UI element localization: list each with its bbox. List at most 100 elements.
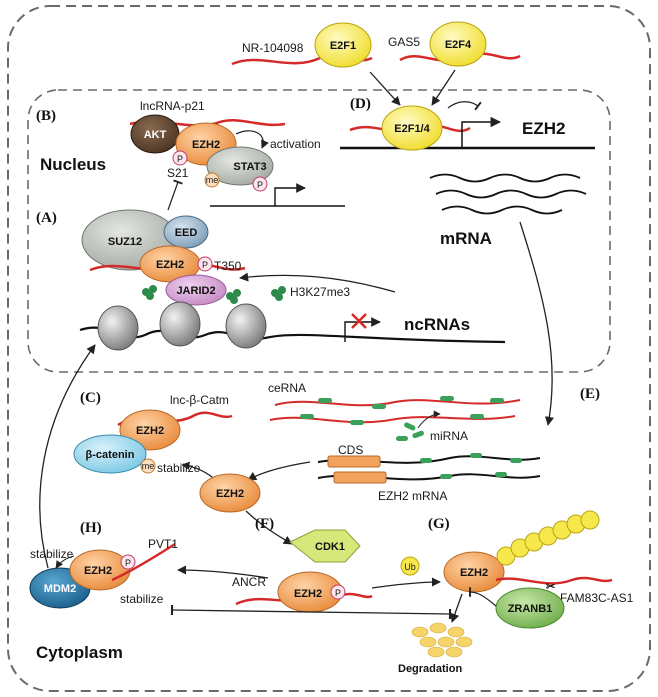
ncrnas-label: ncRNAs: [404, 315, 470, 334]
section-a-label: (A): [36, 210, 57, 226]
phospho-stat3: [252, 176, 268, 192]
jarid2-protein: [165, 274, 227, 306]
phospho-s21-label: P: [177, 154, 183, 164]
e2f14-protein: [381, 105, 443, 151]
t350-label: T350: [214, 259, 242, 273]
lncrna-p21-label: lncRNA-p21: [140, 99, 205, 113]
fam83c-as1-rna: [495, 576, 613, 585]
repression-x-icon: [351, 313, 367, 329]
ancr-label: ANCR: [232, 575, 266, 589]
degradation-fragments: [411, 622, 473, 658]
suz12-label: SUZ12: [108, 236, 142, 248]
cytoplasm-label: Cytoplasm: [36, 643, 123, 662]
phospho-h-label: P: [125, 558, 131, 568]
section-e-label: (E): [580, 386, 600, 402]
stabilize-label-h1: stabilize: [30, 547, 74, 561]
ncrna-tss-arrow: [344, 317, 381, 342]
eed-label: EED: [175, 227, 198, 239]
mrna-strand-1: [429, 173, 581, 183]
nucleus-label: Nucleus: [40, 155, 106, 174]
nuclear-envelope: [27, 89, 611, 373]
section-h-label: (H): [80, 520, 102, 536]
stat3-complex: AKT EZH2 P STAT3 me P activation S21: [129, 114, 345, 211]
ezh2-mrna-cytoplasm: CDS EZH2 mRNA: [317, 443, 541, 503]
section-g-label: (G): [428, 516, 450, 532]
zranb1-label: ZRANB1: [508, 603, 553, 615]
ezh2-mrna-label: EZH2 mRNA: [378, 489, 447, 503]
ncrna-recruit-arrow: [239, 272, 396, 293]
cds-label: CDS: [338, 443, 363, 457]
lnc-b-catm-label: lnc-β-Catm: [170, 393, 229, 407]
e2f4-arrow: [431, 69, 456, 106]
stabilize-label-h2: stabilize: [120, 592, 164, 606]
s21-inhibition: [167, 179, 183, 211]
ezh2-label-b: EZH2: [192, 139, 220, 151]
gas5-e2f4-complex: E2F4 GAS5: [388, 21, 521, 67]
f-to-g-arrow: [371, 577, 441, 589]
methyl-label-bcat: me: [142, 461, 155, 471]
activation-label: activation: [270, 137, 321, 151]
beta-catenin-label: β-catenin: [86, 449, 135, 461]
cds-region-2: [333, 471, 387, 484]
phospho-t350: [197, 256, 213, 272]
mirna-sponge-arrow: [417, 410, 441, 429]
section-d-label: (D): [350, 96, 371, 112]
cerna-strands: miRNA: [269, 396, 521, 443]
ubiquitin-free: [400, 556, 420, 576]
cerna-strand-1: [274, 399, 521, 407]
gas5-label: GAS5: [388, 35, 420, 49]
pvt1-g-inhibition: [170, 604, 452, 620]
degradation-arrow: [450, 593, 463, 623]
ezh2-label-f: EZH2: [294, 588, 322, 600]
nucleosome-3: [225, 303, 267, 349]
ezh2-label-h: EZH2: [84, 565, 112, 577]
e2f14-label: E2F1/4: [394, 123, 430, 135]
ezh2-label-a: EZH2: [156, 259, 184, 271]
mrna-strand-3: [441, 205, 563, 215]
scissors-icon: ✂: [546, 581, 555, 593]
methyl-mark-bcat: [140, 458, 156, 474]
nucleosome-2: [159, 301, 201, 347]
akt-label: AKT: [144, 129, 167, 141]
ezh2-tss-arrow: [461, 116, 502, 148]
jarid2-label: JARID2: [176, 285, 215, 297]
mirna-molecules: [300, 396, 504, 441]
stat3-label: STAT3: [233, 161, 266, 173]
mrna-strand-2: [435, 189, 587, 199]
ubiquitin-free-label: Ub: [404, 562, 416, 572]
e2f14-inhibition: [447, 101, 482, 111]
pvt1-label: PVT1: [148, 537, 178, 551]
eed-protein: [163, 215, 209, 249]
nr104098-label: NR-104098: [242, 41, 304, 55]
e2f1-protein: [314, 22, 372, 68]
h3k27me3-marks: [142, 285, 286, 304]
section-b-label: (B): [36, 108, 56, 124]
phospho-stat3-label: P: [257, 180, 263, 190]
methyl-mark-stat3: [204, 172, 220, 188]
e2f1-label: E2F1: [330, 40, 356, 52]
section-c-label: (C): [80, 390, 101, 406]
beta-catenin-protein: [73, 434, 147, 474]
methyl-label-stat3: me: [206, 175, 219, 185]
cell-membrane: [7, 5, 651, 692]
nr104098-e2f1-complex: E2F1 NR-104098: [231, 22, 373, 68]
phospho-f: [330, 584, 346, 600]
zranb1-deubiquitination: [469, 587, 497, 607]
mdm2-pvt1-complex: MDM2 EZH2 P PVT1 stabilize stabilize: [29, 537, 178, 609]
nucleosome-1: [97, 305, 139, 351]
pvt1-rna: [111, 542, 176, 582]
beta-catenin-complex: EZH2 β-catenin me stabilize: [73, 409, 233, 475]
phospho-f-label: P: [335, 588, 341, 598]
ezh2-protein-center: [199, 473, 261, 513]
phospho-h: [120, 554, 136, 570]
degradation-label: Degradation: [398, 663, 462, 675]
ezh2-label-center: EZH2: [216, 488, 244, 500]
cdk1-ancr-complex: CDK1 EZH2 P ANCR: [232, 529, 373, 613]
phospho-s21: [172, 150, 188, 166]
ancr-to-h-arrow: [177, 565, 269, 579]
translation-arrow: [247, 461, 311, 481]
h3k27me3-label: H3K27me3: [290, 285, 350, 299]
cdk1-label: CDK1: [315, 541, 345, 553]
stabilize-arrow-h1: [55, 555, 75, 569]
